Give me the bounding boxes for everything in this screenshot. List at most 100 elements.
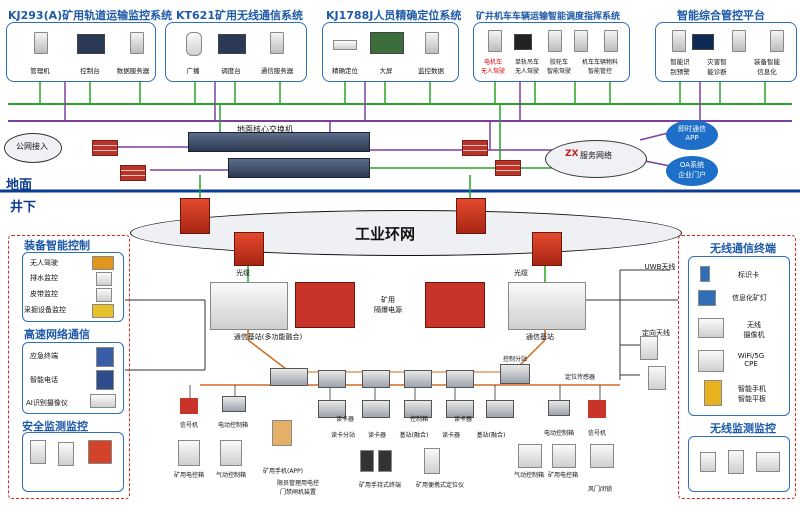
reader-6 (362, 400, 390, 418)
power-label: 矿用 隔爆电源 (374, 296, 402, 314)
label-big-screen: 大屏 (379, 67, 393, 75)
item-camera-wireless: 无线 摄像机 (743, 321, 765, 339)
reader-4 (446, 370, 474, 388)
signal-right-icon (588, 400, 606, 418)
firewall-icon-1 (92, 140, 118, 156)
system-title-positioning: KJ1788J人员精确定位系统 (326, 9, 462, 22)
app-label: 即时通信 APP (678, 125, 706, 142)
reader-label-2: 基站(融合) (399, 432, 429, 439)
net-title: 高速网络通信 (24, 328, 90, 341)
fiber-right-label: 光缆 (514, 269, 528, 277)
label-comm-server: 通信服务器 (260, 67, 294, 75)
system-title-vehicle-dispatch: 矿井机车车辆运输智能调度指挥系统 (476, 12, 621, 22)
label-electric-loco: 电机车 无人驾驶 (480, 59, 505, 75)
readcard-label: 读卡分站 (330, 432, 355, 439)
station-right (508, 282, 586, 330)
station-right-label: 通信基站 (526, 333, 554, 341)
fiber-left-label: 光缆 (236, 269, 250, 277)
fence-icon (590, 444, 614, 468)
wmon-icon-1 (700, 452, 716, 472)
item-cpe: WiFi/5G CPE (737, 352, 765, 368)
reader-5 (318, 400, 346, 418)
power-right (425, 282, 485, 328)
oa-label: OA系统 企业门户 (678, 161, 706, 179)
label-management: 管理机 (30, 67, 50, 75)
locator-label: 定位传感器 (564, 374, 595, 381)
mine-phone-label: 矿用手机(APP) (262, 468, 304, 475)
zx-service-cloud (545, 140, 647, 178)
camera-icon (90, 394, 116, 408)
portable-icon (424, 448, 440, 474)
junction-box (270, 368, 308, 386)
core-switch-label: 地面核心交换机 (237, 125, 293, 134)
dir-antenna-1 (640, 336, 658, 360)
left-panel-title: 装备智能控制 (24, 239, 90, 252)
dir-antenna-2 (648, 366, 666, 390)
item-id-card: 标识卡 (738, 271, 759, 279)
smartphone-icon (704, 380, 722, 406)
core-switch-1 (188, 132, 370, 152)
monorail-icon (514, 34, 532, 50)
drainage-icon (96, 272, 112, 286)
item-emergency: 应急终端 (30, 352, 58, 360)
firewall-icon-3 (462, 140, 488, 156)
equip-info-icon (732, 30, 746, 52)
station-left-label: 通信基站(多功能融合) (233, 333, 303, 341)
system-title-integrated: 智能综合管控平台 (677, 9, 765, 22)
right-panel-title: 无线通信终端 (710, 242, 776, 255)
item-camera: AI识别摄像仪 (26, 399, 68, 407)
big-screen-icon (370, 32, 404, 54)
cap-lamp-icon (698, 290, 716, 306)
emergency-icon (96, 347, 114, 367)
pneu-box-right-icon (518, 444, 542, 468)
app-bubble (666, 120, 718, 150)
signal-left-icon (180, 398, 198, 414)
monitor-data-icon (425, 32, 439, 54)
system-title-wireless: KT621矿用无线通信系统 (176, 9, 303, 22)
sensor-icon-3 (88, 440, 112, 464)
label-monitor-data: 监控数据 (418, 67, 444, 75)
data-server-icon (130, 32, 144, 54)
portable-label: 矿用便携式定位仪 (415, 482, 464, 489)
firewall-icon-4 (495, 160, 521, 176)
phone-icon (96, 370, 114, 390)
handheld-label: 矿用手持式终端 (358, 482, 401, 489)
reader-label-3: 读卡器 (441, 432, 460, 439)
ctrl-branch-box (500, 364, 530, 384)
reader-1 (318, 370, 346, 388)
gate-lock-label: 限员管理用电控 门禁闸机装置 (276, 480, 319, 496)
elec-box-right-icon (552, 444, 576, 468)
item-belt: 皮带监控 (30, 290, 58, 298)
sensor-icon-2 (58, 442, 74, 466)
ring-node-left (180, 198, 210, 234)
material-control-icon (574, 30, 588, 52)
item-drainage: 排水监控 (30, 274, 58, 282)
station-left (210, 282, 288, 330)
firewall-icon-2 (120, 165, 146, 181)
broadcast-icon (186, 32, 202, 56)
underground-label: 井下 (10, 200, 37, 215)
pneu-box-left-icon (220, 440, 242, 466)
item-smartphone: 智能手机 智能平板 (738, 385, 766, 403)
item-cap-lamp: 信息化矿灯 (732, 294, 767, 302)
uwb-label: UWB天线 (644, 263, 676, 271)
ctrl-branch-label: 控制分站 (502, 356, 527, 363)
pneu-left-label: 气动控制箱 (215, 472, 246, 479)
wireless-camera-icon (698, 318, 724, 338)
wmon-icon-3 (756, 452, 780, 472)
dir-antenna-label: 定向天线 (642, 329, 670, 337)
elec-box-left-icon (178, 440, 200, 466)
left-panel-frame (8, 235, 130, 499)
reader-label-1: 读卡器 (367, 432, 386, 439)
label-recognition: 智能识 别预警 (670, 58, 690, 76)
rubber-tyre-icon (548, 30, 562, 52)
public-network-cloud (4, 133, 62, 163)
signal-left-label: 信号机 (179, 422, 198, 429)
ring-label: 工业环网 (355, 225, 416, 243)
ring-node-right (456, 198, 486, 234)
item-mining: 采掘设备监控 (24, 306, 66, 314)
zx-logo: ZX (565, 149, 579, 159)
label-monorail: 单轨吊车 无人驾驶 (514, 59, 539, 75)
console-icon (77, 34, 105, 54)
elec-ctrl-right-label: 电动控制箱 (543, 430, 574, 437)
